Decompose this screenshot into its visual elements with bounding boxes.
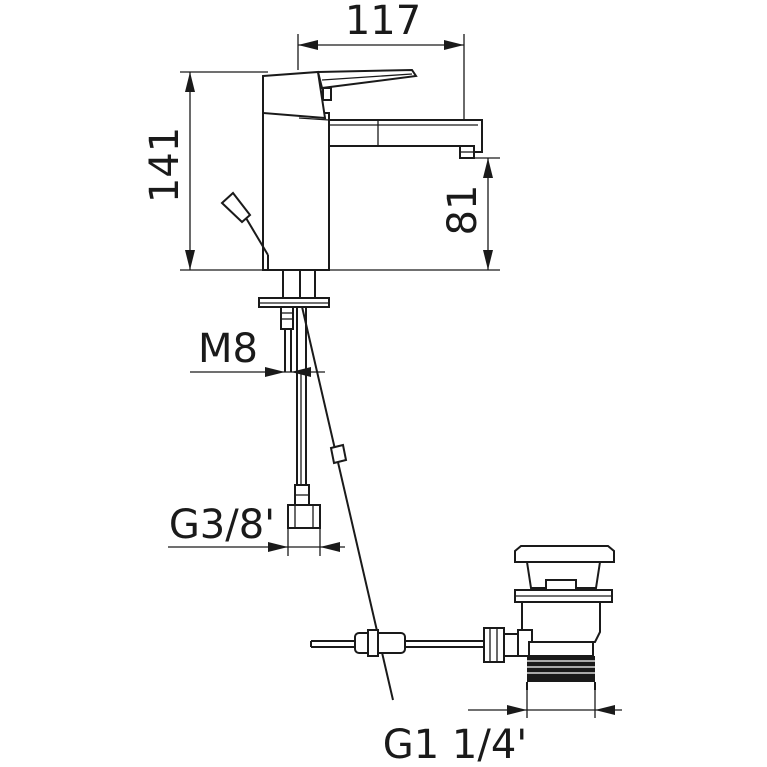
dimension-hose-g38 <box>168 528 345 556</box>
dimension-label-g114: G1 1/4' <box>383 722 528 767</box>
dimension-height-141 <box>180 71 500 271</box>
pop-up-waste-valve <box>514 545 615 690</box>
flexible-hose <box>287 307 321 529</box>
dimension-width-117 <box>297 34 465 120</box>
faucet-lever-handle <box>262 68 418 121</box>
thread-lines <box>527 660 595 674</box>
dimension-label-117: 117 <box>345 0 421 44</box>
linkage-rod <box>310 627 519 663</box>
dimension-label-g38: G3/8' <box>169 502 275 548</box>
faucet-body <box>262 112 483 271</box>
mounting-fixture <box>258 270 330 372</box>
dimension-label-81: 81 <box>440 185 486 236</box>
dimension-spout-81 <box>474 157 500 270</box>
dimension-label-m8: M8 <box>198 326 258 372</box>
dimension-waste-g114 <box>468 690 622 718</box>
dimension-label-141: 141 <box>142 127 188 203</box>
dimension-thread-m8 <box>190 367 325 377</box>
